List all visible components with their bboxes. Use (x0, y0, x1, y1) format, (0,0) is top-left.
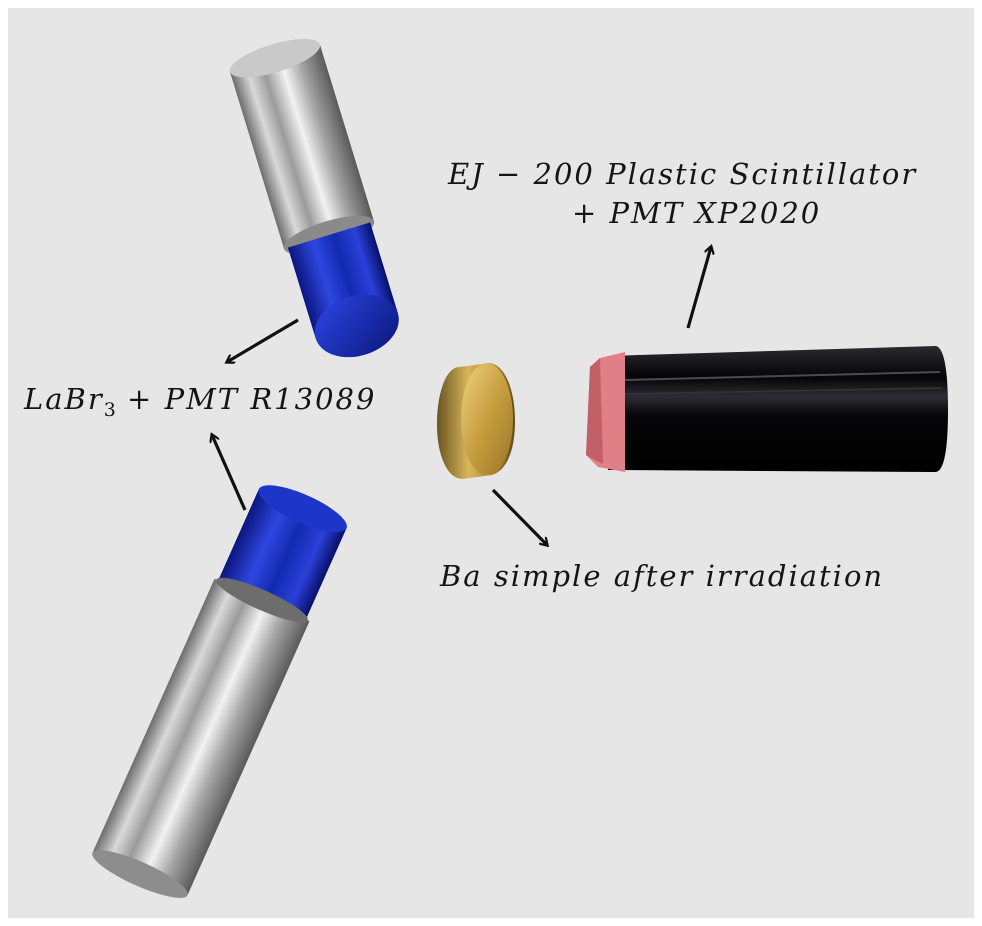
label-ej200-line2: + PMT XP2020 (572, 196, 822, 230)
highlight-line-1 (624, 371, 941, 381)
label-ej200-line1: EJ − 200 Plastic Scintillator (448, 157, 918, 191)
label-labr3-pmt: LaBr3 + PMT R13089 (24, 385, 376, 420)
pmt-top-cap-upper (229, 38, 321, 78)
arrow-to-ej200 (686, 247, 711, 329)
label-labr3-subscript: 3 (103, 398, 116, 421)
pmt-steel-housing-lower (92, 578, 310, 896)
arrow-lower-to-labr3 (212, 435, 247, 511)
highlight-line-2 (624, 387, 943, 395)
label-labr3-suffix: + PMT R13089 (115, 382, 377, 416)
crystal-face-lower (258, 485, 347, 532)
labr3-detector-upper (229, 38, 399, 358)
arrow-upper-to-labr3 (227, 318, 299, 362)
ej200-detector (586, 346, 948, 472)
label-labr3-prefix: LaBr (24, 382, 104, 416)
pmt-bottom-cap-lower (92, 850, 188, 898)
ba-sample-disk (437, 363, 515, 479)
labr3-detector-lower (92, 485, 347, 898)
housing-rim-lower (216, 577, 308, 623)
scintillator-black-body (608, 346, 948, 472)
sample-face (461, 363, 513, 475)
label-ba-sample: Ba simple after irradiation (440, 559, 885, 593)
pink-end-shade (586, 358, 603, 464)
pmt-steel-housing-upper (229, 44, 374, 249)
arrow-to-ba-sample (491, 488, 547, 545)
crystal-face-upper (314, 294, 399, 358)
